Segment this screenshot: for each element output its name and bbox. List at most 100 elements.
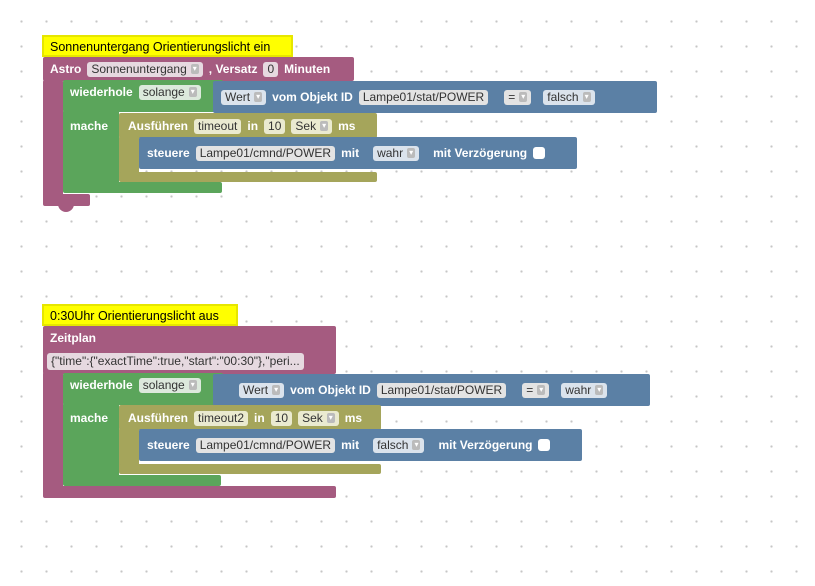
compare-value-2: wahr xyxy=(565,382,592,397)
in-label-2: in xyxy=(254,411,265,425)
chevron-down-icon: ▾ xyxy=(190,64,199,74)
comment-block-1[interactable]: Sonnenuntergang Orientierungslicht ein xyxy=(42,35,293,57)
astro-event-value: Sonnenuntergang xyxy=(91,61,187,76)
chevron-down-icon: ▾ xyxy=(272,385,281,395)
timeout-name-value: timeout xyxy=(198,118,238,133)
loop-mode-dropdown[interactable]: solange ▾ xyxy=(138,84,201,100)
delay-label-2: mit Verzögerung xyxy=(438,438,533,452)
astro-event-dropdown[interactable]: Sonnenuntergang ▾ xyxy=(87,61,203,77)
control-value: wahr xyxy=(377,145,404,160)
control-value-dropdown[interactable]: wahr ▾ xyxy=(373,145,420,161)
compare-value: falsch xyxy=(547,89,579,104)
comment-text-1: Sonnenuntergang Orientierungslicht ein xyxy=(50,40,271,54)
astro-trigger-bump xyxy=(58,204,74,212)
while-loop-bottom-2 xyxy=(63,475,221,486)
chevron-down-icon: ▾ xyxy=(407,148,416,158)
chevron-down-icon: ▾ xyxy=(188,380,197,390)
with-label-2: mit xyxy=(341,438,360,452)
while-loop-bottom xyxy=(63,182,222,193)
object-id-field[interactable]: Lampe01/stat/POWER xyxy=(358,89,489,105)
comparison-row-2: Wert ▾ vom Objekt ID Lampe01/stat/POWER … xyxy=(239,381,608,399)
wert-dropdown-2[interactable]: Wert ▾ xyxy=(239,382,285,398)
wert-dropdown[interactable]: Wert ▾ xyxy=(221,89,267,105)
timeout-value-field-2[interactable]: 10 xyxy=(270,410,293,426)
operator-dropdown[interactable]: = ▾ xyxy=(504,89,532,105)
timeout-value: 10 xyxy=(268,118,282,133)
object-id-value: Lampe01/stat/POWER xyxy=(362,89,485,104)
astro-trigger-bottom xyxy=(43,194,90,206)
unit-value: Sek xyxy=(295,118,317,133)
timeout-row-2: Ausführen timeout2 in 10 Sek ▾ ms xyxy=(128,409,362,427)
do-label-2: mache xyxy=(70,411,109,425)
schedule-trigger-side xyxy=(43,372,63,490)
timeout-name-field[interactable]: timeout xyxy=(194,118,242,134)
timeout-name-value-2: timeout2 xyxy=(198,410,245,425)
exec-label: Ausführen xyxy=(128,119,188,133)
offset-label: , Versatz xyxy=(208,62,258,76)
unit-dropdown-2[interactable]: Sek ▾ xyxy=(298,410,339,426)
object-label-2: vom Objekt ID xyxy=(290,383,371,397)
chevron-down-icon: ▾ xyxy=(519,92,528,102)
control-value-dropdown-2[interactable]: falsch ▾ xyxy=(373,437,425,453)
ms-label: ms xyxy=(338,119,356,133)
loop2-mode-value: solange xyxy=(142,377,185,392)
astro-row: Astro Sonnenuntergang ▾ , Versatz 0 Minu… xyxy=(50,60,330,78)
chevron-down-icon: ▾ xyxy=(326,413,335,423)
chevron-down-icon: ▾ xyxy=(254,92,263,102)
timeout-side-2 xyxy=(119,428,139,468)
operator-value-2: = xyxy=(526,382,534,397)
control-row: steuere Lampe01/cmnd/POWER mit wahr ▾ mi… xyxy=(147,144,546,162)
operator-dropdown-2[interactable]: = ▾ xyxy=(522,382,550,398)
compare-value-dropdown[interactable]: falsch ▾ xyxy=(543,89,595,105)
loop2-label: wiederhole xyxy=(70,378,133,392)
with-label: mit xyxy=(341,146,360,160)
chevron-down-icon: ▾ xyxy=(188,87,197,97)
offset-value: 0 xyxy=(267,61,275,76)
astro-label: Astro xyxy=(50,62,82,76)
in-label: in xyxy=(247,119,259,133)
do-label: mache xyxy=(70,119,109,133)
minutes-label: Minuten xyxy=(284,62,331,76)
while-loop-side-2 xyxy=(63,403,119,481)
control-object-value-2: Lampe01/cmnd/POWER xyxy=(199,437,332,452)
delay-label: mit Verzögerung xyxy=(433,146,528,160)
loop-mode-value: solange xyxy=(142,84,185,99)
schedule-field[interactable]: {"time":{"exactTime":true,"start":"00:30… xyxy=(47,353,304,370)
control-object-field-2[interactable]: Lampe01/cmnd/POWER xyxy=(195,437,336,453)
object-id-value-2: Lampe01/stat/POWER xyxy=(380,382,503,397)
loop-label: wiederhole xyxy=(70,85,133,99)
object-label: vom Objekt ID xyxy=(272,90,353,104)
timeout-value-field[interactable]: 10 xyxy=(264,118,286,134)
control-label-2: steuere xyxy=(147,438,190,452)
delay-checkbox-2[interactable] xyxy=(538,439,551,451)
wert-value-2: Wert xyxy=(243,382,269,397)
timeout-name-field-2[interactable]: timeout2 xyxy=(194,410,249,426)
chevron-down-icon: ▾ xyxy=(595,385,604,395)
control-value-2: falsch xyxy=(377,437,409,452)
schedule-label: Zeitplan xyxy=(50,331,97,345)
unit-dropdown[interactable]: Sek ▾ xyxy=(291,118,333,134)
unit-value-2: Sek xyxy=(302,410,323,425)
timeout-side xyxy=(119,136,139,176)
control-object-field[interactable]: Lampe01/cmnd/POWER xyxy=(195,145,336,161)
astro-trigger-side xyxy=(43,80,63,200)
control-row-2: steuere Lampe01/cmnd/POWER mit falsch ▾ … xyxy=(147,436,551,454)
timeout-row: Ausführen timeout in 10 Sek ▾ ms xyxy=(128,117,355,135)
comment-block-2[interactable]: 0:30Uhr Orientierungslicht aus xyxy=(42,304,238,326)
chevron-down-icon: ▾ xyxy=(320,121,329,131)
control-object-value: Lampe01/cmnd/POWER xyxy=(199,145,332,160)
loop2-mode-dropdown[interactable]: solange ▾ xyxy=(138,377,201,393)
chevron-down-icon: ▾ xyxy=(537,385,546,395)
chevron-down-icon: ▾ xyxy=(582,92,591,102)
delay-checkbox[interactable] xyxy=(533,147,546,159)
while-loop-side xyxy=(63,110,119,190)
offset-input[interactable]: 0 xyxy=(263,61,279,77)
timeout-bottom-2 xyxy=(119,464,381,474)
schedule-value: {"time":{"exactTime":true,"start":"00:30… xyxy=(51,354,300,368)
timeout-bottom xyxy=(119,172,377,182)
loop-row-1: wiederhole solange ▾ xyxy=(70,83,201,101)
timeout-block[interactable] xyxy=(119,113,377,138)
compare-value-dropdown-2[interactable]: wahr ▾ xyxy=(561,382,608,398)
object-id-field-2[interactable]: Lampe01/stat/POWER xyxy=(376,382,507,398)
comment-text-2: 0:30Uhr Orientierungslicht aus xyxy=(50,309,219,323)
